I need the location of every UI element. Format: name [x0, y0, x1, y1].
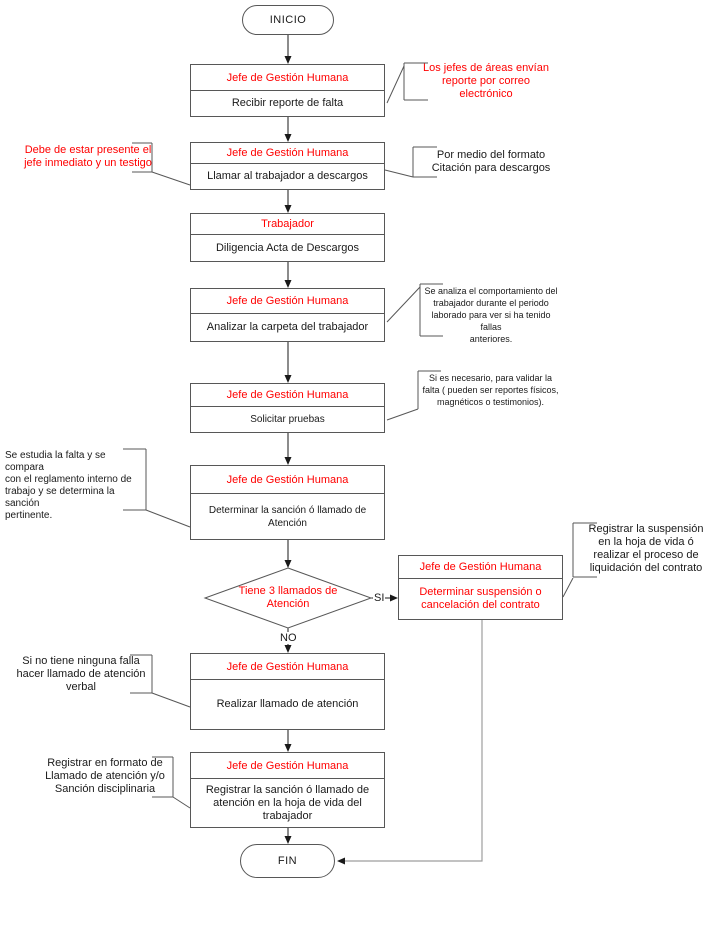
step-action: Determinar suspensión o cancelación del …: [419, 586, 542, 611]
step-action: Solicitar pruebas: [250, 414, 325, 425]
branch-yes-label: SI: [373, 592, 386, 604]
step-role: Jefe de Gestión Humana: [191, 289, 384, 314]
step-registrar-sancion: Jefe de Gestión Humana Registrar la sanc…: [190, 752, 385, 828]
end-terminal: FIN: [240, 844, 335, 878]
annotation-llamado-verbal: Si no tiene ninguna falla hacer llamado …: [16, 655, 146, 693]
arrowheads: [284, 56, 398, 865]
annotation-recibir-reporte: Los jefes de áreas envían reporte por co…: [423, 62, 549, 100]
step-solicitar-pruebas: Jefe de Gestión Humana Solicitar pruebas: [190, 383, 385, 433]
annotation-solicitar-pruebas: Si es necesario, para validar la falta (…: [422, 373, 559, 407]
step-llamar-descargos: Jefe de Gestión Humana Llamar al trabaja…: [190, 142, 385, 190]
step-determinar-sancion: Jefe de Gestión Humana Determinar la san…: [190, 465, 385, 540]
step-role: Jefe de Gestión Humana: [191, 384, 384, 407]
branch-no-label: NO: [279, 632, 298, 644]
end-label: FIN: [277, 855, 298, 867]
step-action: Analizar la carpeta del trabajador: [206, 321, 369, 333]
annotation-determinar-sancion: Se estudia la falta y se compara con el …: [5, 450, 132, 521]
return-connector-line: [345, 620, 483, 862]
step-action: Registrar la sanción ó llamado de atenci…: [205, 783, 370, 822]
step-analizar-carpeta: Jefe de Gestión Humana Analizar la carpe…: [190, 288, 385, 342]
step-role: Jefe de Gestión Humana: [191, 143, 384, 164]
callout-brackets: [123, 62, 597, 809]
annotation-llamar-izq: Debe de estar presente el jefe inmediato…: [24, 144, 152, 169]
step-diligencia-acta: Trabajador Diligencia Acta de Descargos: [190, 213, 385, 262]
decision-diamond-shape: [203, 567, 373, 629]
step-action: Determinar la sanción ó llamado de Atenc…: [208, 504, 367, 529]
step-role: Jefe de Gestión Humana: [399, 556, 562, 579]
annotation-suspension: Registrar la suspensión en la hoja de vi…: [588, 523, 704, 574]
annotation-analizar-carpeta: Se analiza el comportamiento del trabaja…: [424, 286, 558, 344]
step-action: Recibir reporte de falta: [231, 97, 344, 109]
decision-label: Tiene 3 llamados de Atención: [238, 585, 338, 610]
step-recibir-reporte: Jefe de Gestión Humana Recibir reporte d…: [190, 64, 385, 117]
step-role: Jefe de Gestión Humana: [191, 753, 384, 779]
step-realizar-llamado: Jefe de Gestión Humana Realizar llamado …: [190, 653, 385, 730]
step-action: Realizar llamado de atención: [216, 698, 359, 710]
annotation-registrar-formato: Registrar en formato de Llamado de atenc…: [45, 757, 165, 795]
step-role: Trabajador: [191, 214, 384, 235]
step-role: Jefe de Gestión Humana: [191, 466, 384, 494]
start-terminal: INICIO: [242, 5, 334, 35]
step-action: Llamar al trabajador a descargos: [207, 170, 368, 182]
step-role: Jefe de Gestión Humana: [191, 654, 384, 680]
step-action: Diligencia Acta de Descargos: [215, 241, 360, 254]
annotation-llamar-der: Por medio del formato Citación para desc…: [431, 149, 551, 174]
step-role: Jefe de Gestión Humana: [191, 65, 384, 91]
step-suspension-contrato: Jefe de Gestión Humana Determinar suspen…: [398, 555, 563, 620]
start-label: INICIO: [269, 14, 307, 26]
